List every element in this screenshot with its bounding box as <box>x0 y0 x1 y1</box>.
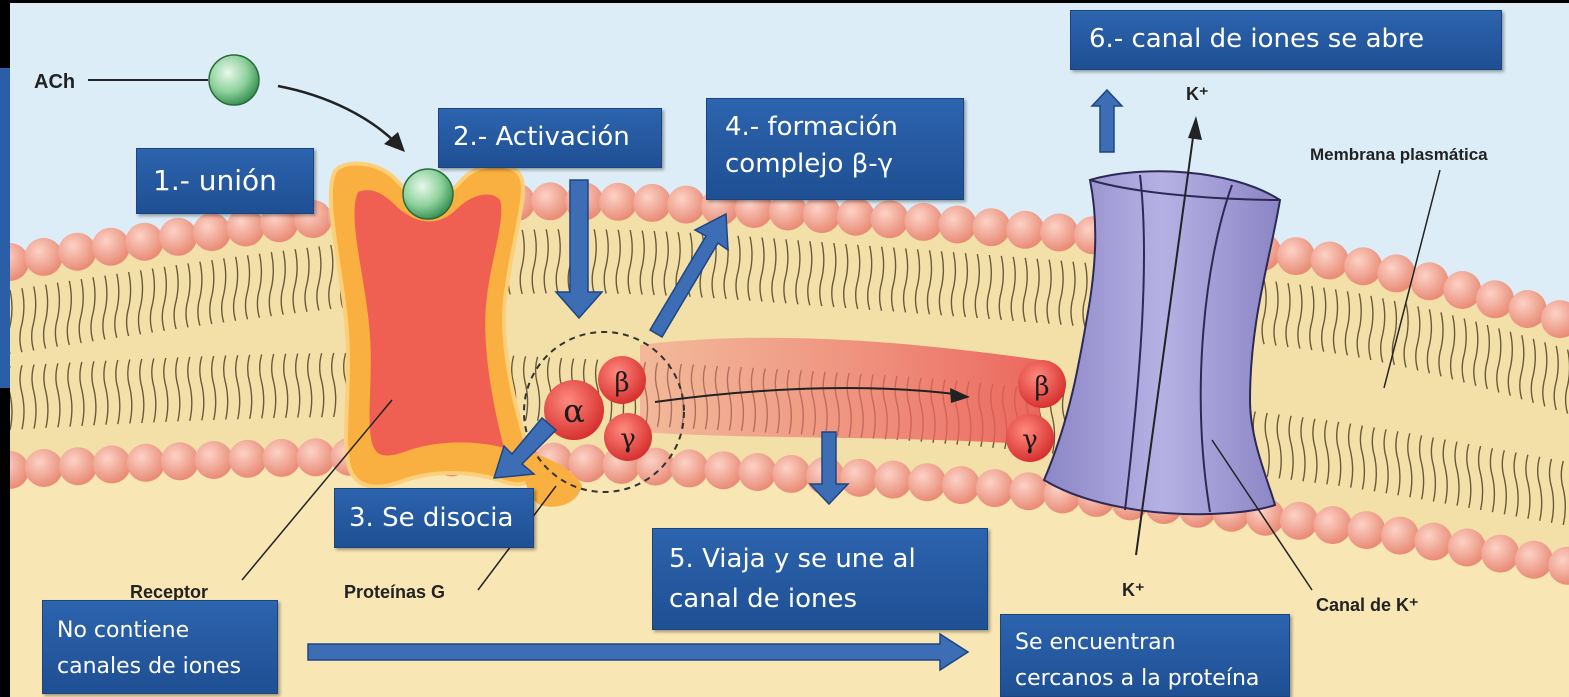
bound-ach <box>403 169 453 219</box>
phospholipid-head <box>1010 472 1048 510</box>
phospholipid-head <box>531 182 569 220</box>
step-5-box: 5. Viaja y se une al canal de iones <box>652 528 988 630</box>
no-channel-note-box: No contiene canales de iones <box>42 600 278 694</box>
phospholipid-head <box>1448 529 1486 567</box>
phospholipid-head <box>803 195 841 233</box>
beta-symbol-channel: β <box>1034 372 1049 402</box>
phospholipid-head <box>905 203 943 241</box>
phospholipid-head <box>92 228 130 266</box>
phospholipid-head <box>704 451 742 489</box>
phospholipid-head <box>1280 502 1318 540</box>
phospholipid-head <box>976 469 1014 507</box>
phospholipid-head <box>1481 535 1519 573</box>
phospholipid-head <box>670 449 708 487</box>
phospholipid-head <box>263 439 301 477</box>
gamma-symbol: γ <box>620 424 636 454</box>
phospholipid-head <box>599 183 637 221</box>
membrane-label: Membrana plasmática <box>1310 145 1488 164</box>
step-2-text: 2.- Activación <box>453 122 661 152</box>
receptor-label: Receptor <box>130 582 208 602</box>
phospholipid-head <box>1277 237 1315 275</box>
k-channel-label: Canal de K⁺ <box>1316 595 1419 615</box>
step-5-text-line1: 5. Viaja y se une al <box>669 539 987 579</box>
phospholipid-head <box>738 453 776 491</box>
phospholipid-head <box>127 444 165 482</box>
phospholipid-head <box>874 461 912 499</box>
phospholipid-head <box>25 449 63 487</box>
phospholipid-head <box>1006 211 1044 249</box>
phospholipid-head <box>25 238 63 276</box>
phospholipid-head <box>1344 247 1382 285</box>
beta-symbol: β <box>614 368 629 398</box>
phospholipid-head <box>633 184 671 222</box>
k-top-label: K⁺ <box>1186 84 1209 104</box>
phospholipid-head <box>1515 541 1553 579</box>
phospholipid-head <box>161 442 199 480</box>
phospholipid-head <box>1443 271 1481 309</box>
phospholipid-head <box>942 466 980 504</box>
k-bottom-label: K⁺ <box>1122 580 1145 600</box>
phospholipid-head <box>938 206 976 244</box>
phospholipid-head <box>195 441 233 479</box>
step-5-text-line2: canal de iones <box>669 579 987 619</box>
phospholipid-head <box>93 445 131 483</box>
phospholipid-head <box>772 455 810 493</box>
alpha-symbol: α <box>563 392 585 430</box>
phospholipid-head <box>837 198 875 236</box>
nearby-note-box: Se encuentran cercanos a la proteína <box>1000 614 1290 697</box>
phospholipid-head <box>1414 523 1452 561</box>
phospholipid-head <box>227 209 265 247</box>
ach-ligand <box>209 55 259 105</box>
phospholipid-head <box>58 233 96 271</box>
phospholipid-head <box>1314 506 1352 544</box>
phospholipid-head <box>1347 511 1385 549</box>
phospholipid-head <box>1381 517 1419 555</box>
phospholipid-head <box>126 223 164 261</box>
step-1-text: 1.- unión <box>153 164 313 197</box>
step-4-text-line2: complejo β-γ <box>725 146 963 183</box>
phospholipid-head <box>667 186 705 224</box>
phospholipid-head <box>1476 280 1514 318</box>
phospholipid-head <box>297 438 335 476</box>
step-2-box: 2.- Activación <box>438 108 662 168</box>
phospholipid-head <box>1410 262 1448 300</box>
phospholipid-head <box>972 208 1010 246</box>
phospholipid-head <box>229 440 267 478</box>
g-proteins-label: Proteínas G <box>344 582 445 602</box>
ach-label: ACh <box>34 71 75 93</box>
step-6-text: 6.- canal de iones se abre <box>1089 24 1501 54</box>
step-4-box: 4.- formación complejo β-γ <box>706 98 964 200</box>
phospholipid-head <box>1311 242 1349 280</box>
gamma-symbol-channel: γ <box>1022 425 1038 455</box>
no-channel-note-line1: No contiene <box>57 613 277 649</box>
left-edge-strip <box>0 68 10 388</box>
phospholipid-head <box>871 200 909 238</box>
nearby-note-line1: Se encuentran <box>1015 625 1289 661</box>
phospholipid-head <box>840 459 878 497</box>
step-1-box: 1.- unión <box>136 148 314 214</box>
step-4-text-line1: 4.- formación <box>725 109 963 146</box>
phospholipid-head <box>159 218 197 256</box>
no-channel-note-line2: canales de iones <box>57 649 277 685</box>
nearby-note-line2: cercanos a la proteína <box>1015 661 1289 697</box>
beta-gamma-travel-band <box>640 338 1040 445</box>
phospholipid-head <box>59 447 97 485</box>
phospholipid-head <box>1040 214 1078 252</box>
phospholipid-head <box>1509 290 1547 328</box>
step-3-text: 3. Se disocia <box>349 503 533 533</box>
phospholipid-head <box>193 213 231 251</box>
phospholipid-head <box>908 463 946 501</box>
step-3-box: 3. Se disocia <box>334 488 534 548</box>
step-6-box: 6.- canal de iones se abre <box>1070 10 1502 70</box>
